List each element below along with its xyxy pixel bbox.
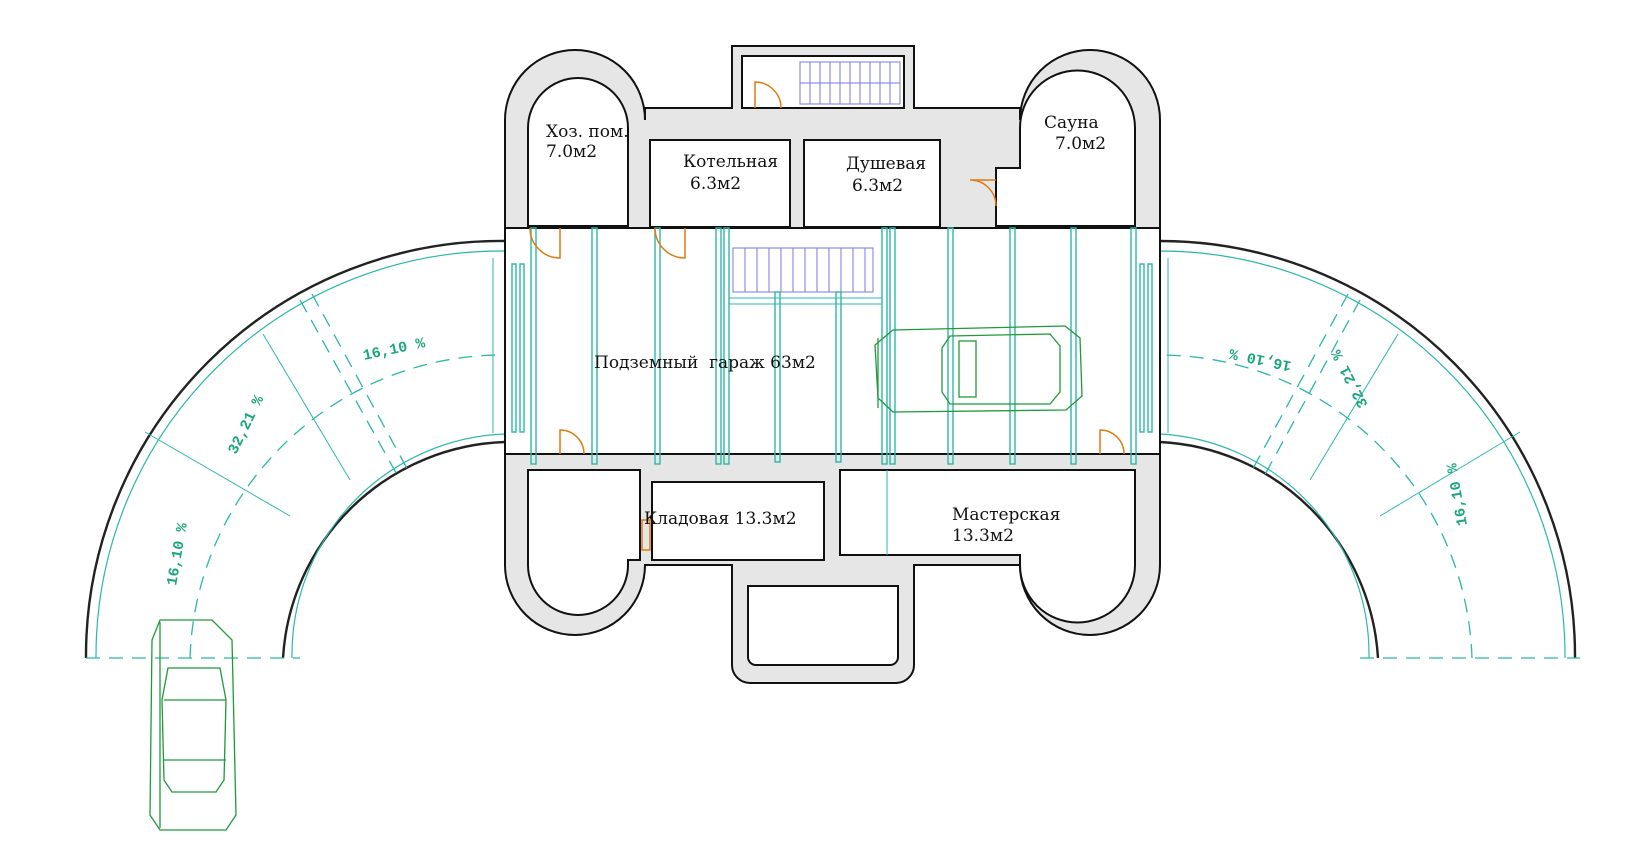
gate-bar-left: [519, 263, 525, 433]
beam: [1130, 227, 1137, 465]
slope-label-right-1: 16,10 %: [1227, 344, 1293, 374]
left-ramp-joint-1: [299, 299, 401, 481]
slope-label-left-3: 16,10 %: [164, 521, 192, 587]
room-garage: [504, 227, 1161, 455]
left-ramp: 16,10 % 32,21 % 16,10 %: [84, 239, 506, 659]
beam: [591, 227, 598, 465]
top-stair-well: [741, 55, 905, 109]
slope-text: 32,21 %: [1328, 346, 1372, 411]
slope-text: 16,10 %: [362, 335, 428, 365]
left-ramp-outer-edge: [95, 250, 506, 659]
slope-label-right-3: 16,10 %: [1444, 461, 1472, 527]
room-workshop: [839, 469, 1136, 624]
gate-bar-left: [511, 263, 517, 433]
beam: [654, 227, 661, 465]
beam: [774, 291, 781, 463]
stair-outline: [732, 247, 874, 293]
workshop-area: 13.3м2: [952, 526, 1014, 546]
car-body: [149, 619, 237, 831]
right-ramp-divider-2: [1309, 333, 1399, 481]
right-ramp-divider-3: [1379, 431, 1521, 517]
slope-label-left-2: 32,21 %: [225, 392, 268, 457]
right-ramp-outer-edge: [1159, 250, 1566, 659]
left-ramp-inner-wall: [281, 440, 506, 659]
right-ramp-joint-2: [1249, 293, 1349, 475]
bottom-recess: [747, 585, 899, 666]
right-ramp-joint-1: [1261, 299, 1361, 481]
garage-label: Подземный гараж 63м2: [594, 353, 816, 373]
shower-room-area: 6.3м2: [852, 176, 903, 196]
door-top-stairs: [754, 81, 782, 109]
beam: [1009, 227, 1016, 465]
door-pantry-left: [559, 429, 585, 455]
beam: [530, 227, 537, 465]
slope-text: 32,21 %: [225, 392, 268, 457]
boiler-room-area: 6.3м2: [690, 174, 741, 194]
left-ramp-joint-2: [311, 293, 411, 475]
right-ramp-inner-wall: [1159, 440, 1380, 659]
door-workshop: [1099, 429, 1125, 455]
right-ramp-inner-edge: [1159, 433, 1370, 659]
room-storage: [527, 77, 629, 227]
right-ramp-outer-wall: [1159, 239, 1577, 659]
left-ramp-outer-wall: [84, 239, 506, 659]
door-pantry: [641, 519, 651, 551]
beam: [1070, 227, 1077, 465]
beam: [723, 227, 730, 465]
gate-bar-right: [1147, 263, 1153, 433]
sauna-area: 7.0м2: [1055, 134, 1106, 154]
top-staircase: [799, 61, 901, 105]
shower-room-name: Душевая: [846, 154, 926, 174]
boiler-room-name: Котельная: [683, 152, 778, 172]
beam: [835, 291, 842, 463]
storage-room-name: Хоз. пом.: [546, 122, 629, 142]
garage-staircase: [732, 247, 874, 293]
door-storage: [529, 227, 561, 259]
car-cabin: [941, 333, 1061, 405]
outside-car-icon: [149, 619, 237, 831]
pantry-label: Кладовая 13.3м2: [644, 509, 797, 529]
beam: [715, 227, 722, 465]
slope-text: 16,10 %: [1444, 461, 1472, 527]
left-ramp-centerline: [189, 354, 506, 659]
gate-bar-right: [1139, 263, 1145, 433]
door-sauna: [969, 179, 997, 207]
slope-text: 16,10 %: [1227, 344, 1293, 374]
left-ramp-divider-2: [262, 333, 351, 481]
garage-car-icon: [874, 325, 1083, 413]
right-ramp-centerline: [1159, 354, 1473, 659]
room-pantry-left: [527, 469, 641, 616]
room-sauna: [995, 69, 1136, 227]
car-body: [874, 325, 1083, 413]
beam: [889, 227, 896, 465]
beam: [881, 227, 888, 465]
door-boiler: [654, 227, 686, 259]
beam: [947, 227, 954, 465]
car-windshield: [958, 340, 977, 398]
left-ramp-inner-edge: [291, 433, 506, 659]
slope-text: 16,10 %: [164, 521, 192, 587]
right-ramp: 16,10 % 32,21 % 16,10 %: [1159, 239, 1580, 659]
slope-label-left-1: 16,10 %: [362, 335, 428, 365]
room-pantry: [651, 481, 825, 561]
slope-label-right-2: 32,21 %: [1328, 346, 1372, 411]
doors: [529, 81, 1125, 551]
left-ramp-divider-3: [144, 431, 291, 517]
storage-room-area: 7.0м2: [546, 142, 597, 162]
sauna-name: Сауна: [1044, 113, 1099, 133]
garage-beams: [511, 227, 1153, 555]
car-roof: [161, 667, 227, 793]
workshop-name: Мастерская: [952, 505, 1060, 525]
